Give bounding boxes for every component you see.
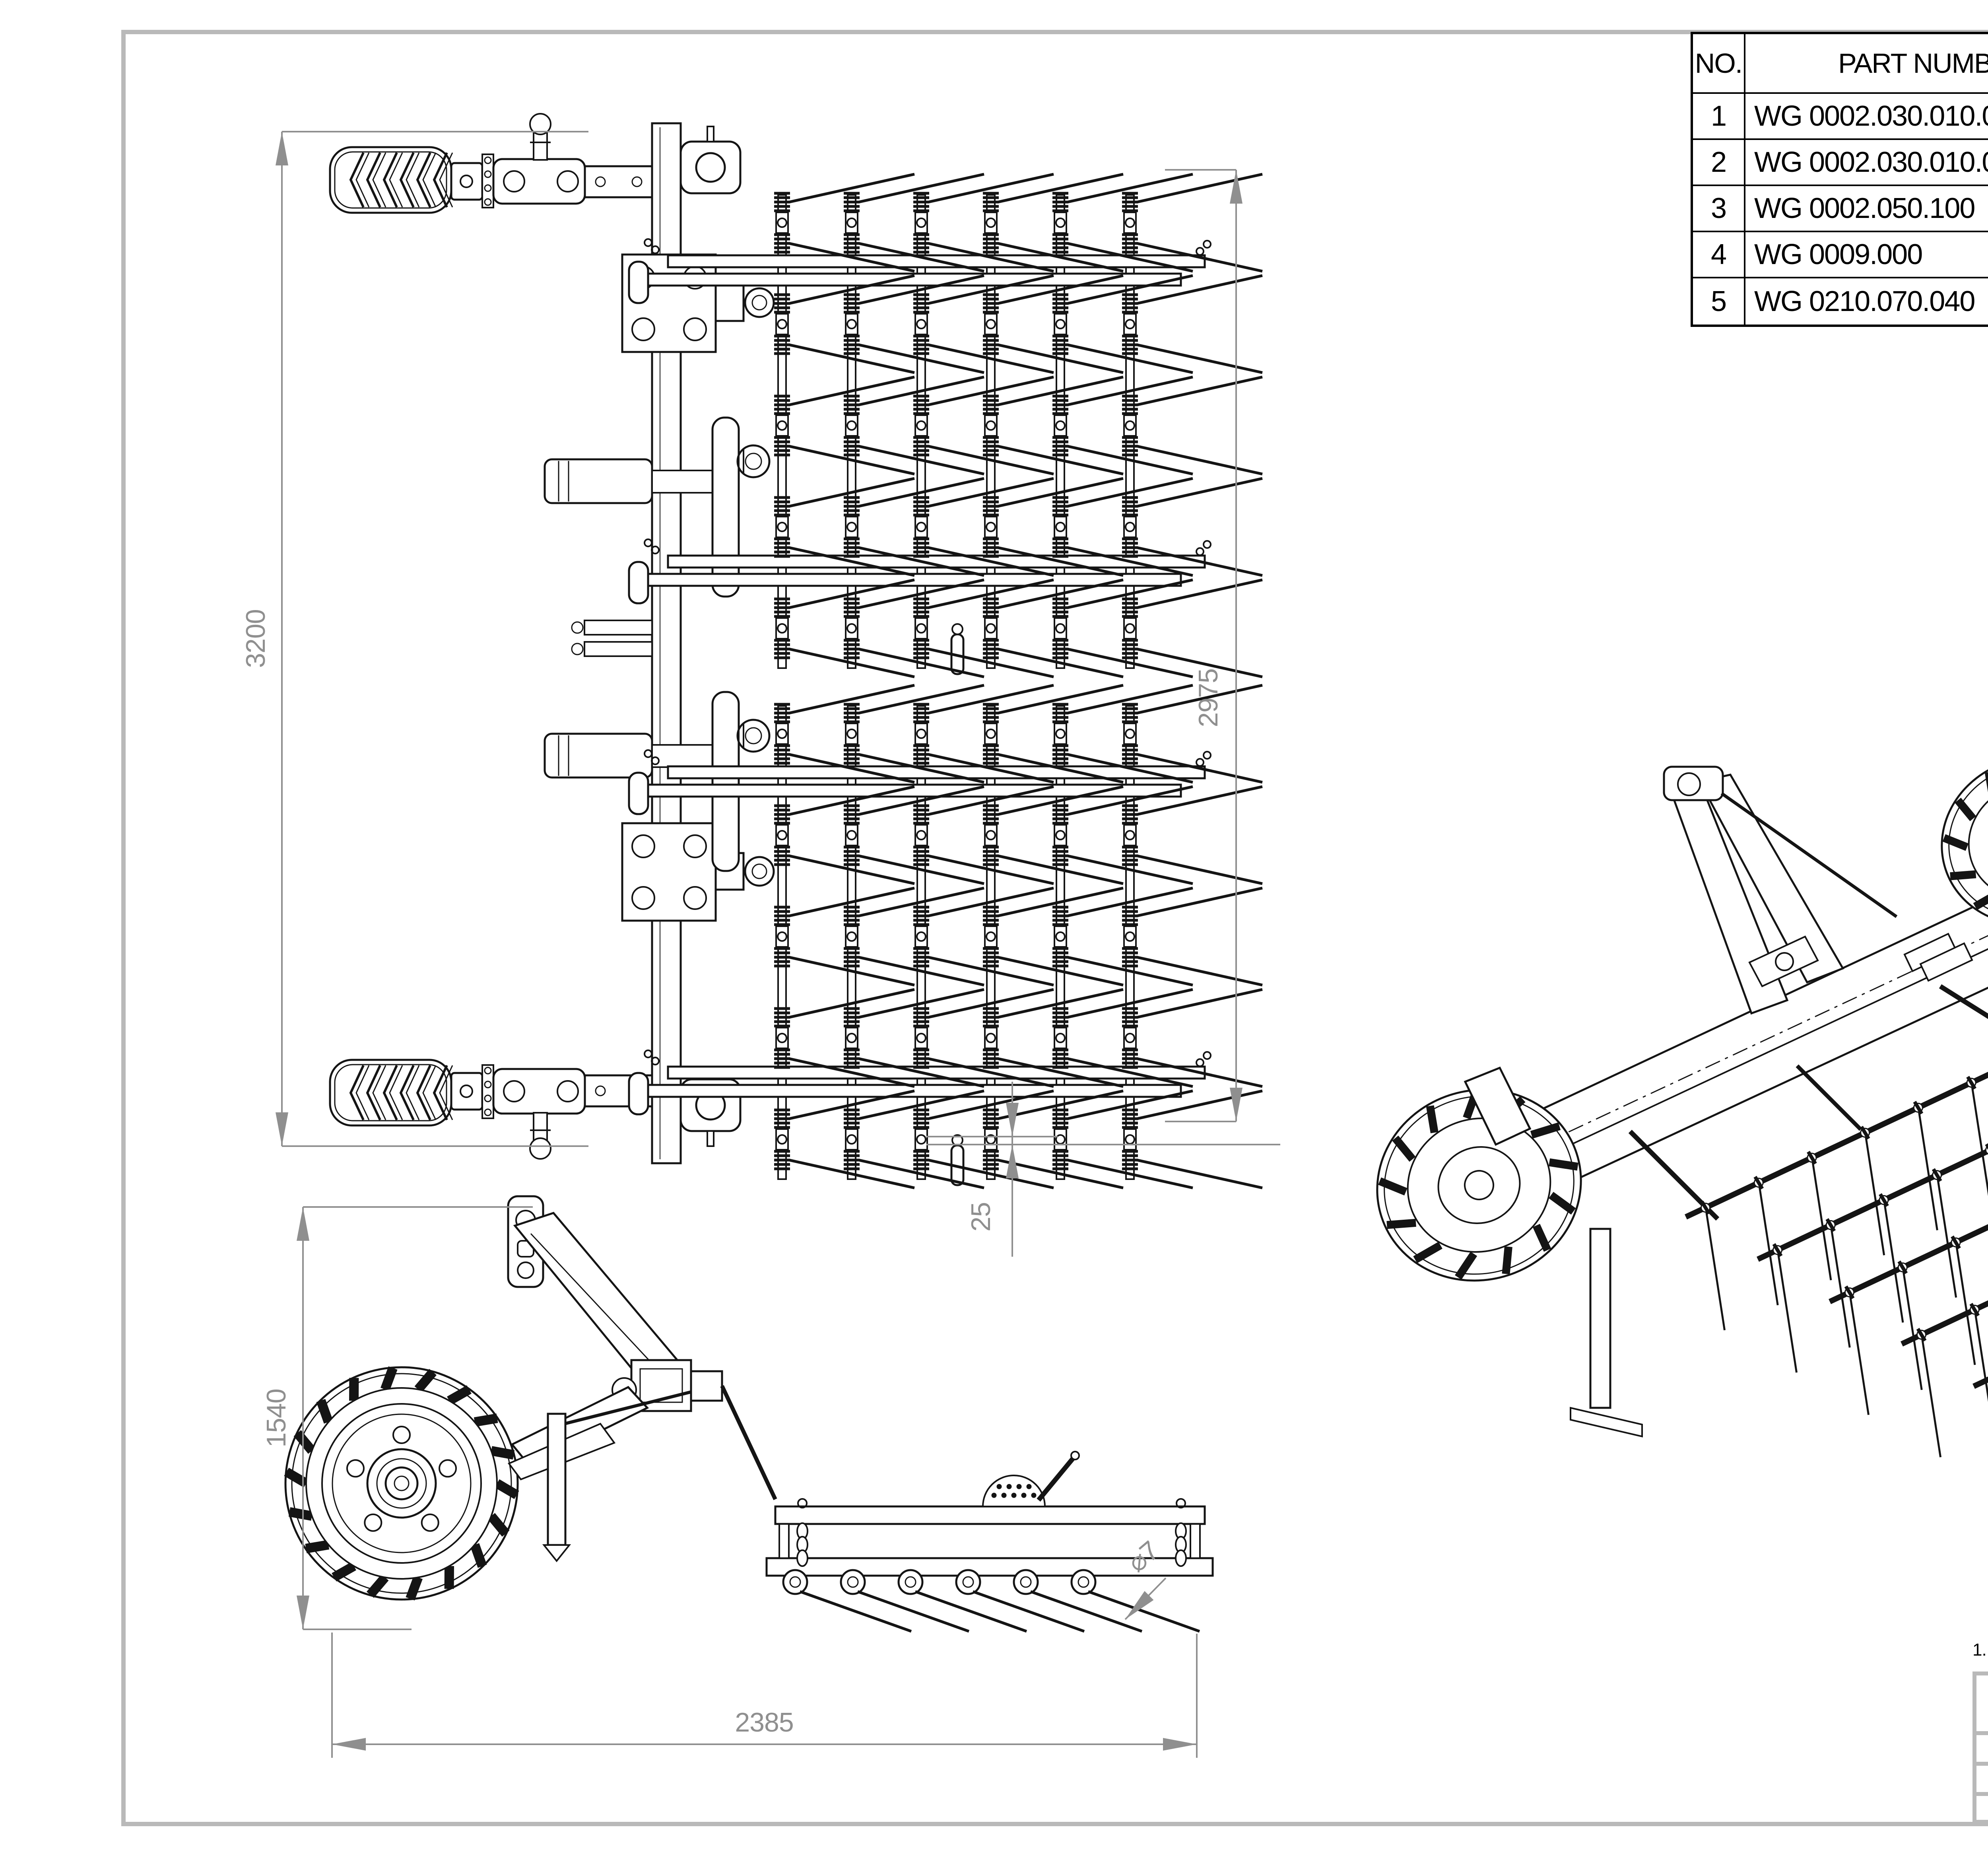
table-cell-part-number: WG 0002.030.010.000C [1745,140,1988,186]
isometric-machine [1376,756,1988,1458]
top-view-drawing: 3200 2975 25 [241,103,1280,1257]
dim-overall-width: 3200 [241,609,271,668]
table-cell-no: 4 [1693,232,1745,278]
table-cell-no: 5 [1693,278,1745,325]
table-cell-part-number: WG 0009.000 [1745,232,1988,278]
table-cell-no: 2 [1693,140,1745,186]
top-view-dimension-lines [276,131,1280,1257]
side-view-dimension-lines [297,1206,1198,1758]
col-header-part-number: PART NUMBER [1745,34,1988,94]
table-cell-no: 3 [1693,186,1745,232]
sheet-border-frame [121,30,1988,1826]
dim-length: 2385 [735,1707,793,1738]
table-cell-part-number: WG 0210.070.040 [1745,278,1988,325]
dim-height: 1540 [261,1389,291,1447]
dim-bar-offset: 25 [966,1202,996,1232]
table-cell-no: 1 [1693,94,1745,140]
mass-field: Mass: 468.45 [1976,1735,1988,1762]
table-cell-part-number: WG 0002.030.010.000C-01 [1745,94,1988,140]
title-block: WGAgro WG 0009.300 Mass: 468.45 Material… [1972,1671,1988,1824]
company-logo: WGAgro [1976,1675,1988,1731]
parts-table: NO. PART NUMBER DESCRIPTION QTY. 1 WG 00… [1691,32,1988,327]
isometric-view-drawing [1376,756,1988,1458]
dim-working-width: 2975 [1193,669,1223,727]
material-field: Material: [1976,1766,1988,1792]
scale-field: Scale: 1:20 [1976,1796,1988,1820]
general-note: 1. Possible dimensional deviations accor… [1972,1640,1988,1660]
col-header-no: NO. [1693,34,1745,94]
side-view-drawing: 1540 2385 ⌀7 [261,1195,1214,1758]
table-cell-part-number: WG 0002.050.100 [1745,186,1988,232]
side-view-machine [284,1195,1214,1633]
